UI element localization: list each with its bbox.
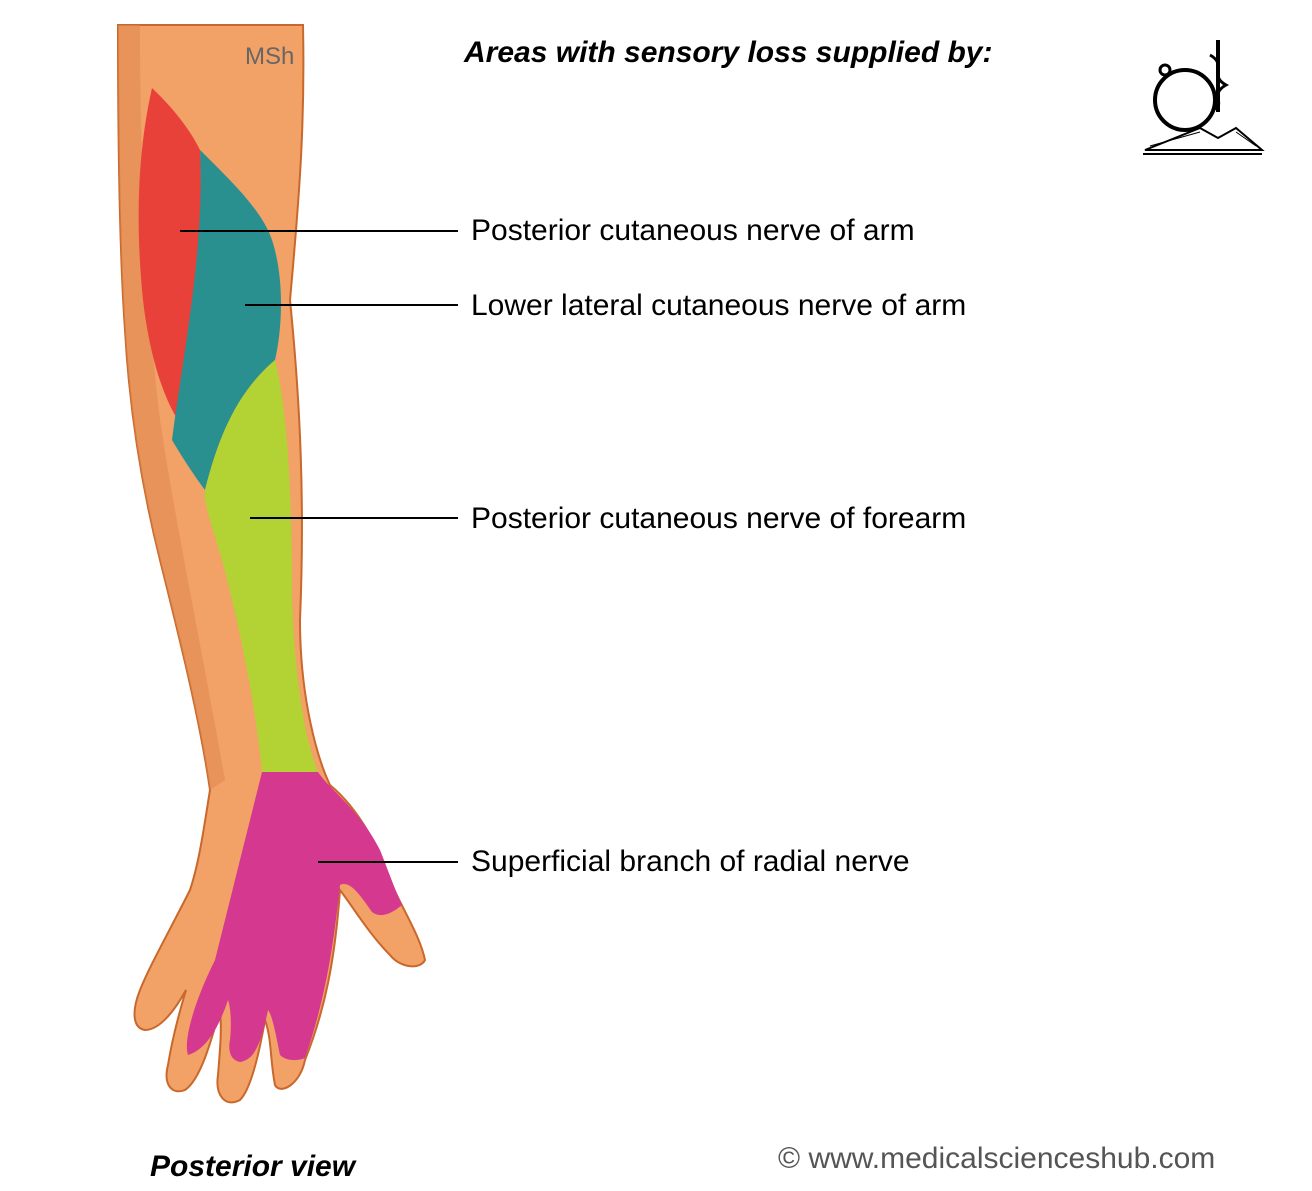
view-caption: Posterior view	[150, 1150, 356, 1183]
region-superficial-radial	[186, 772, 402, 1062]
label-posterior-cutaneous-arm: Posterior cutaneous nerve of arm	[471, 214, 915, 247]
region-posterior-cutaneous-arm	[138, 88, 201, 420]
label-superficial-radial: Superficial branch of radial nerve	[471, 845, 910, 878]
copyright: © www.medicalscienceshub.com	[778, 1142, 1216, 1175]
region-lower-lateral-cutaneous-arm	[172, 150, 281, 490]
label-posterior-cutaneous-forearm: Posterior cutaneous nerve of forearm	[471, 502, 967, 535]
arm-shading	[118, 25, 225, 790]
diagram-title: Areas with sensory loss supplied by:	[464, 36, 993, 69]
stethoscope-icon	[1153, 68, 1217, 132]
logo	[1143, 40, 1265, 155]
watermark: MSh	[245, 43, 295, 70]
region-posterior-cutaneous-forearm	[204, 360, 318, 772]
label-lower-lateral-cutaneous-arm: Lower lateral cutaneous nerve of arm	[471, 289, 967, 322]
book-icon	[1143, 126, 1265, 155]
